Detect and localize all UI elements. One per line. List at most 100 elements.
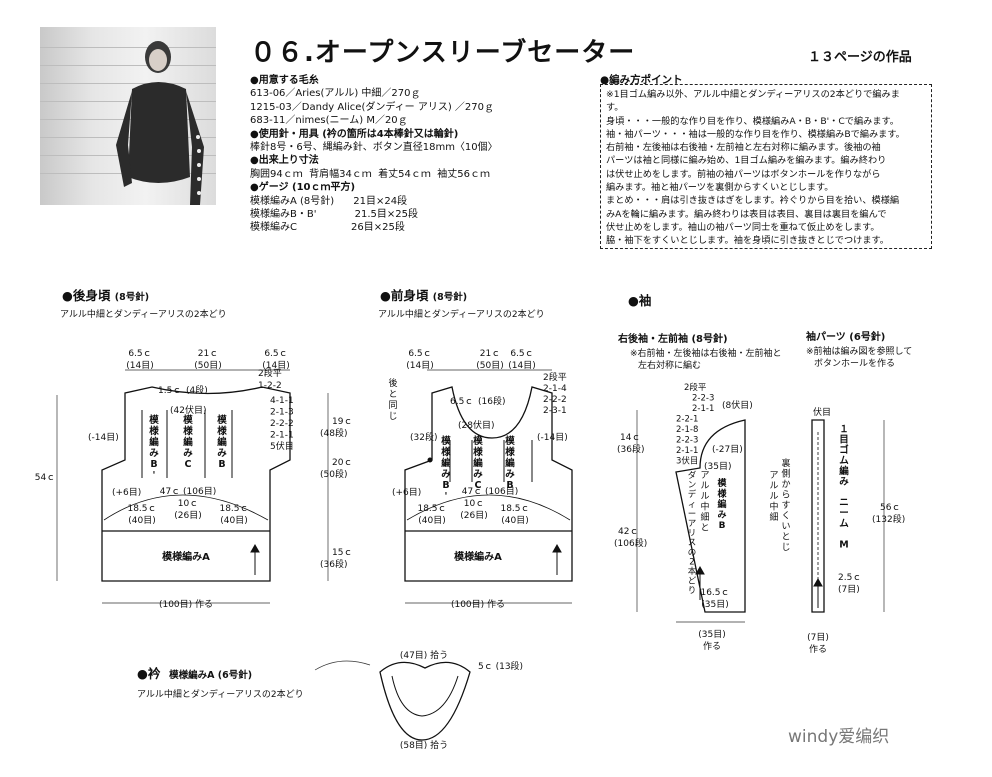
diagram-label: 様 [717,488,727,500]
diagram-label: ら [781,490,790,501]
diagram-label: 15ｃ [332,548,352,558]
diagram-label: 中 [769,501,778,513]
back-panel-c: C [185,459,192,470]
diagram-label: 2 [689,557,694,567]
sleeve-part-note-1: ※前袖は編み図を参照して [806,347,913,357]
point-line: まとめ・・・肩は引き抜きはぎをします。衿ぐりから目を拾い、模様編 [606,195,900,207]
diagram-label: 模 [717,477,727,489]
sleeve-part-outline [811,419,825,613]
point-line: 脇・袖下をすくいとじします。袖を身頃に引き抜きとじでつけます。 [606,235,889,247]
diagram-label: ダ [688,470,697,481]
front-same-as-back: じ [388,411,397,422]
diagram-label: み [839,477,849,488]
diagram-label: 42ｃ [618,527,638,537]
sleeve-outline [675,419,746,613]
front-same-as-back: 後 [388,377,397,389]
diagram-label: 側 [781,468,790,480]
diagram-label: (40目) [128,515,155,526]
diagram-label: 5伏目 [270,440,294,452]
front-same-as-back: と [388,389,397,400]
model-figure [116,41,204,205]
diagram-label: (106段) [614,537,647,549]
diagram-label: 1.5ｃ [158,386,181,396]
back-panel-b: 様 [217,425,227,437]
diagram-label: 2-1-1 [676,446,698,456]
diagram-label: と [700,523,709,534]
model-photo [40,27,216,205]
collar-top-pickup: (47目) 拾う [400,649,448,661]
point-line: は伏せ止めをします。前袖の袖パーツはボタンホールを作りながら [606,168,881,180]
page-reference: １３ページの作品 [808,50,912,65]
diagram-label: 2-2-3 [676,436,698,446]
diagram-label: (35目) [704,461,731,472]
point-line: 伏せ止めをします。袖山の袖パーツ同士を重ねて仮止めをします。 [606,221,880,233]
diagram-label: (50目) [194,360,221,371]
diagram-label: 6.5ｃ [450,397,473,407]
diagram-label: (7目) [838,584,860,595]
back-panel-b: み [217,448,227,459]
front-same-as-back: 同 [388,400,397,411]
diagram-label: 2-2-2 [543,395,567,405]
diagram-label: 模 [473,435,483,447]
diagram-label: ー [688,509,697,519]
diagram-label: ア [700,471,709,481]
diagram-label: ム [839,519,849,530]
diagram-label: デ [688,489,697,500]
diagram-label: (4段) [186,384,208,396]
front-width-arc [406,494,571,521]
front-title: ●前身頃 (8号針) [380,288,468,303]
back-panel-b: 模 [217,414,227,426]
point-line: 編みます。袖と袖パーツを裏側からすくいとじします。 [606,182,834,194]
diagram-label: ゴ [839,444,849,456]
collar-yarn-note: アルル中細とダンディーアリスの2本どり [137,690,304,700]
point-line: 袖・袖パーツ・・・袖は一般的な作り目を作り、模様編みBで編みます。 [606,128,905,140]
point-line: ※1目ゴム編み以外、アルル中細とダンディーアリスの2本どりで編みま [606,89,900,100]
point-line: す。 [606,102,624,114]
diagram-label: M [839,540,848,551]
diagram-label: み [505,469,515,480]
points-title: ●編み方ポイント [600,74,683,86]
diagram-label: 2-2-2 [270,419,294,429]
diagram-label: 裏 [781,457,790,469]
diagram-label: ル [700,492,709,502]
diagram-label: じ [781,542,790,553]
diagram-label: (26目) [460,510,487,521]
back-panel-b2: B [150,459,157,470]
back-panel-c: 模 [183,414,193,426]
diagram-label: ル [700,482,709,492]
diagram-label: (14目) [126,360,153,371]
diagram-label: ど [688,577,697,587]
spec-line: 613-06／Aries(アルル) 中細／270ｇ [250,88,421,100]
diagram-label: C [475,480,482,491]
sleeve-title: ●袖 [628,293,652,308]
diagram-label: 4-1-1 [270,396,294,406]
diagram-label: と [781,532,790,543]
diagram-label: 47ｃ (106目) [160,486,217,497]
spec-line: 1215-03／Dandy Alice(ダンディー アリス) ／270ｇ [250,101,494,113]
diagram-label: 2.5ｃ [838,573,861,583]
diagram-label: ア [769,471,778,481]
diagram-label: 16.5ｃ [700,588,729,598]
diagram-label: 2-1-3 [270,408,294,418]
diagram-label: 模 [505,435,515,447]
diagram-label: 18.5ｃ [219,504,248,514]
diagram-label: (14目) [406,360,433,371]
spec-line: ●出来上り寸法 [250,155,319,167]
sleeve-part-note-2: ボタンホールを作る [814,359,896,369]
back-cast-on: (100目) 作る [159,598,213,610]
back-panel-b2: 様 [149,425,159,437]
diagram-label: (36段) [617,443,644,455]
diagram-label: 2-1-1 [270,431,294,441]
diagram-label: 2段平 [684,382,707,393]
back-panel-c: 編 [183,436,193,448]
diagram-label: 本 [688,566,697,577]
diagram-label: 47ｃ (106目) [462,486,519,497]
diagram-label: (-14目) [88,432,119,443]
diagram-label: B [719,521,726,531]
back-top-right: 6.5ｃ [264,349,287,359]
back-title: ●後身頃 (8号針) [62,288,150,303]
back-length: 54ｃ [35,473,55,483]
point-line: パーツは袖と同様に編み始め、1目ゴム編みを編みます。編み終わり [606,155,887,167]
back-panel-b2: み [149,448,159,459]
